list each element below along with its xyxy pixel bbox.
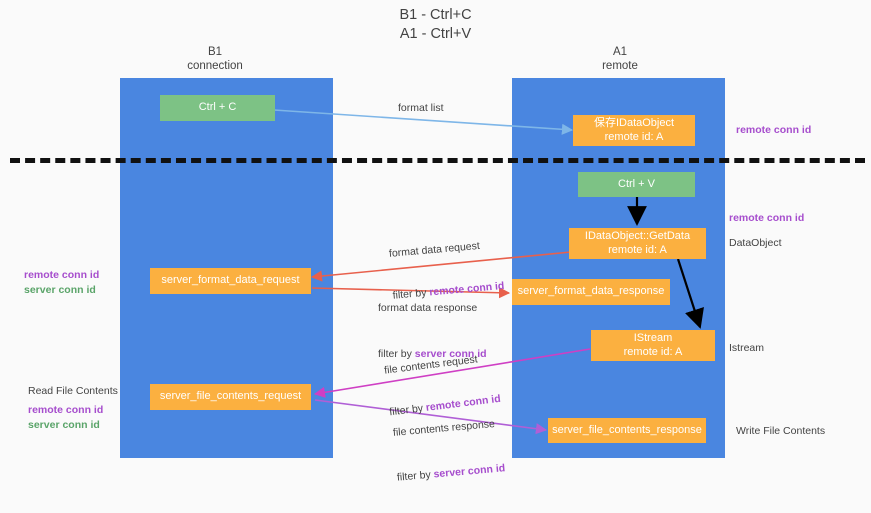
label-format-data-response-line1: format data response <box>378 302 478 314</box>
label-file-contents-response-filter: filter by server conn id <box>396 462 506 484</box>
label-format-list: format list <box>398 102 444 114</box>
side-label-left-server-conn-id-mid: server conn id <box>24 284 96 296</box>
node-server-format-data-request[interactable]: server_format_data_request <box>150 268 311 294</box>
section-divider <box>10 158 865 163</box>
side-label-remote-conn-id-top: remote conn id <box>736 124 812 136</box>
side-label-write-file-contents: Write File Contents <box>736 425 826 437</box>
side-label-left-remote-conn-id-bottom: remote conn id <box>28 404 104 416</box>
label-file-contents-request-line1: file contents request <box>383 353 479 377</box>
side-label-istream: Istream <box>729 342 765 354</box>
column-header-b1: B1 connection <box>187 46 243 72</box>
node-server-file-contents-request[interactable]: server_file_contents_request <box>150 384 311 410</box>
side-label-read-file-contents: Read File Contents <box>28 385 118 397</box>
label-file-contents-response-line1: file contents response <box>392 417 496 439</box>
node-server-format-data-response[interactable]: server_format_data_response <box>512 279 670 305</box>
node-ctrl-v[interactable]: Ctrl + V <box>578 172 695 197</box>
node-istream[interactable]: IStream remote id: A <box>591 330 715 361</box>
diagram-canvas: B1 - Ctrl+C A1 - Ctrl+V B1 connection A1… <box>10 7 865 484</box>
node-server-file-contents-response[interactable]: server_file_contents_response <box>548 418 706 443</box>
node-ctrl-c[interactable]: Ctrl + C <box>160 95 275 121</box>
label-format-data-response-filter: filter by server conn id <box>378 348 487 360</box>
node-idataobject-getdata[interactable]: IDataObject::GetData remote id: A <box>569 228 706 259</box>
label-format-data-response: format data response filter by server co… <box>378 273 487 389</box>
label-file-contents-response: file contents response filter by server … <box>390 389 508 513</box>
side-label-left-remote-conn-id-mid: remote conn id <box>24 269 100 281</box>
column-header-a1: A1 remote <box>602 46 638 72</box>
node-save-idataobject[interactable]: 保存IDataObject remote id: A <box>573 115 695 146</box>
side-label-dataobject: DataObject <box>729 237 782 249</box>
label-format-data-request-line1: format data request <box>388 239 481 260</box>
side-label-left-server-conn-id-bottom: server conn id <box>28 419 100 431</box>
diagram-title: B1 - Ctrl+C A1 - Ctrl+V <box>399 7 472 42</box>
side-label-remote-conn-id-mid: remote conn id <box>729 212 805 224</box>
